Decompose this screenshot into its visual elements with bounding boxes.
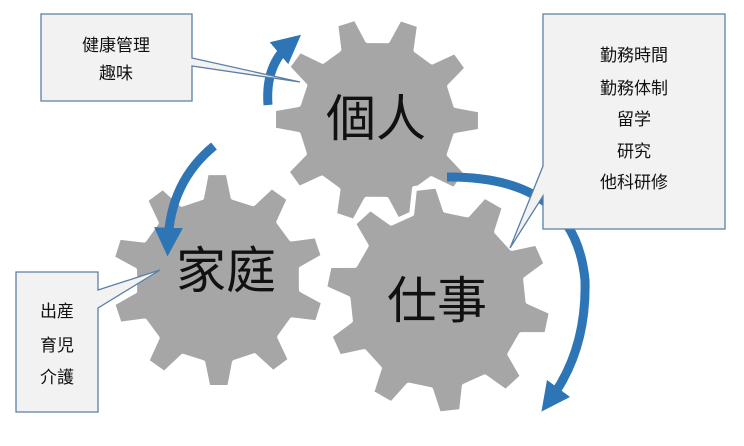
callout-work: 勤務時間 勤務体制 留学 研究 他科研修 <box>509 13 726 249</box>
gear-work-shape <box>322 183 554 417</box>
callout-personal-line: 健康管理 <box>82 36 150 56</box>
gear-personal-label: 個人 <box>326 90 426 148</box>
callout-work-shape <box>509 13 726 249</box>
callout-work-line: 勤務体制 <box>600 79 668 99</box>
callout-personal-line: 趣味 <box>99 64 133 84</box>
callout-family: 出産 育児 介護 <box>15 269 161 413</box>
callout-family-line: 出産 <box>40 302 74 322</box>
gear-personal: 個人 <box>271 15 483 225</box>
callout-work-line: 勤務時間 <box>600 46 668 66</box>
callout-family-line: 育児 <box>40 336 74 356</box>
cycle-arrow-family-to-personal <box>263 34 302 106</box>
gear-work: 仕事 <box>322 183 554 417</box>
callout-work-line: 留学 <box>617 110 651 130</box>
callout-personal-shape <box>40 13 301 102</box>
cycle-arrow-personal-to-family <box>154 142 217 257</box>
callout-family-shape <box>15 269 161 413</box>
gear-family-label: 家庭 <box>176 242 276 300</box>
callout-family-line: 介護 <box>40 368 74 388</box>
gear-work-label: 仕事 <box>387 272 487 330</box>
callout-personal: 健康管理 趣味 <box>40 13 301 102</box>
callout-work-line: 研究 <box>617 142 651 162</box>
cycle-arrow-personal-to-work <box>446 172 590 412</box>
callout-work-line: 他科研修 <box>600 173 668 193</box>
